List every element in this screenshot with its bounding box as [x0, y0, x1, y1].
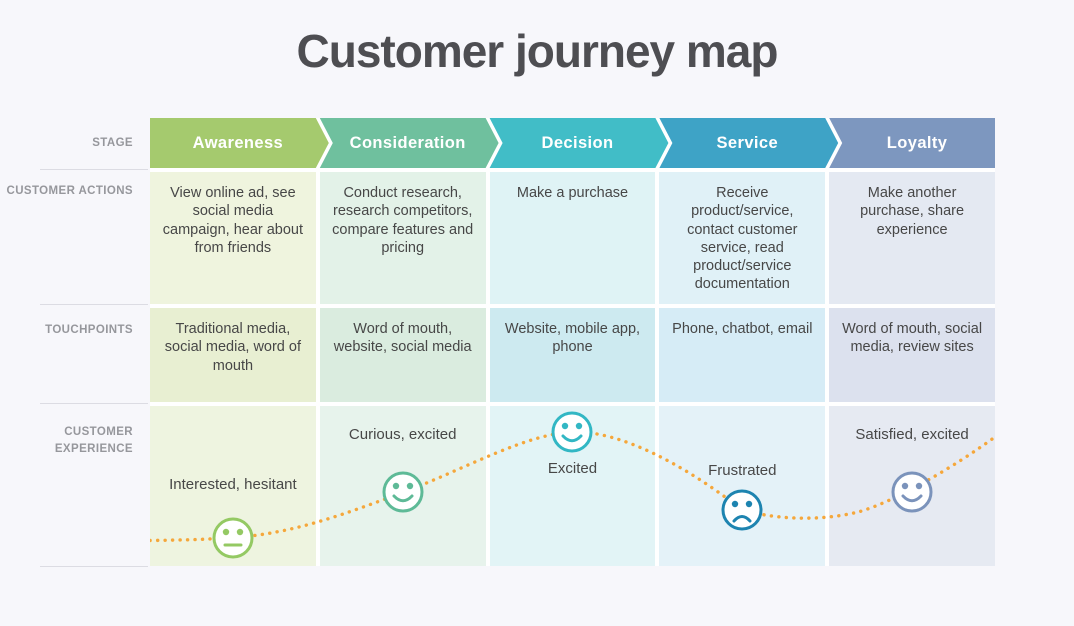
stage-header-labels: Awareness Consideration Decision Service… [150, 118, 995, 168]
actions-cell-decision: Make a purchase [489, 172, 656, 304]
touchpoints-cell-loyalty: Word of mouth, social media, review site… [829, 308, 995, 402]
stage-chevron-band [150, 118, 995, 168]
row-label-customer-experience: CUSTOMER EXPERIENCE [54, 426, 133, 456]
customer-actions-row: View online ad, see social media campaig… [150, 172, 995, 304]
experience-cell-consideration: Curious, excited [319, 406, 486, 566]
stage-chevron-consideration [319, 118, 499, 168]
emotion-face-icon [891, 471, 933, 513]
touchpoints-row: Traditional media, social media, word of… [150, 308, 995, 402]
stage-name-awareness: Awareness [192, 134, 284, 152]
journey-map-grid: Awareness Consideration Decision Service… [150, 118, 995, 566]
row-label-stage: STAGE [92, 137, 133, 149]
stage-chevron-service [659, 118, 839, 168]
customer-experience-row: Interested, hesitant Curious, excited [150, 406, 995, 566]
touchpoints-cell-service: Phone, chatbot, email [659, 308, 826, 402]
experience-cell-awareness: Interested, hesitant [150, 406, 316, 566]
experience-text: Curious, excited [348, 426, 457, 443]
stage-header-row: Awareness Consideration Decision Service… [150, 118, 995, 168]
actions-cell-service: Receive product/service, contact custome… [659, 172, 826, 304]
gutter-divider [40, 304, 148, 305]
experience-text: Excited [547, 460, 598, 477]
page-title: Customer journey map [296, 25, 779, 77]
gutter-divider [40, 169, 148, 170]
stage-name-loyalty: Loyalty [886, 134, 948, 152]
gutter-divider [40, 566, 148, 567]
emotion-face-icon [721, 489, 763, 531]
stage-name-consideration: Consideration [349, 134, 466, 152]
gutter-divider [40, 403, 148, 404]
emotion-face-icon [382, 471, 424, 513]
actions-cell-loyalty: Make another purchase, share experience [829, 172, 995, 304]
experience-cell-decision: Excited [489, 406, 656, 566]
experience-text: Frustrated [708, 462, 777, 479]
row-label-customer-actions: CUSTOMER ACTIONS [6, 185, 133, 197]
emotion-face-icon [212, 517, 254, 559]
touchpoints-cell-decision: Website, mobile app, phone [489, 308, 656, 402]
touchpoints-cell-consideration: Word of mouth, website, social media [319, 308, 486, 402]
stage-chevron-decision [489, 118, 669, 168]
actions-cell-awareness: View online ad, see social media campaig… [150, 172, 316, 304]
experience-cell-service: Frustrated [659, 406, 826, 566]
actions-cell-consideration: Conduct research, research competitors, … [319, 172, 486, 304]
experience-text: Satisfied, excited [855, 426, 969, 443]
experience-cell-loyalty: Satisfied, excited [829, 406, 995, 566]
experience-text: Interested, hesitant [169, 476, 297, 493]
stage-name-decision: Decision [541, 134, 614, 152]
row-label-touchpoints: TOUCHPOINTS [45, 324, 133, 336]
emotion-face-icon [551, 411, 593, 453]
stage-name-service: Service [716, 134, 779, 152]
touchpoints-cell-awareness: Traditional media, social media, word of… [150, 308, 316, 402]
stage-chevron-awareness [150, 118, 329, 168]
stage-chevron-loyalty [829, 118, 995, 168]
